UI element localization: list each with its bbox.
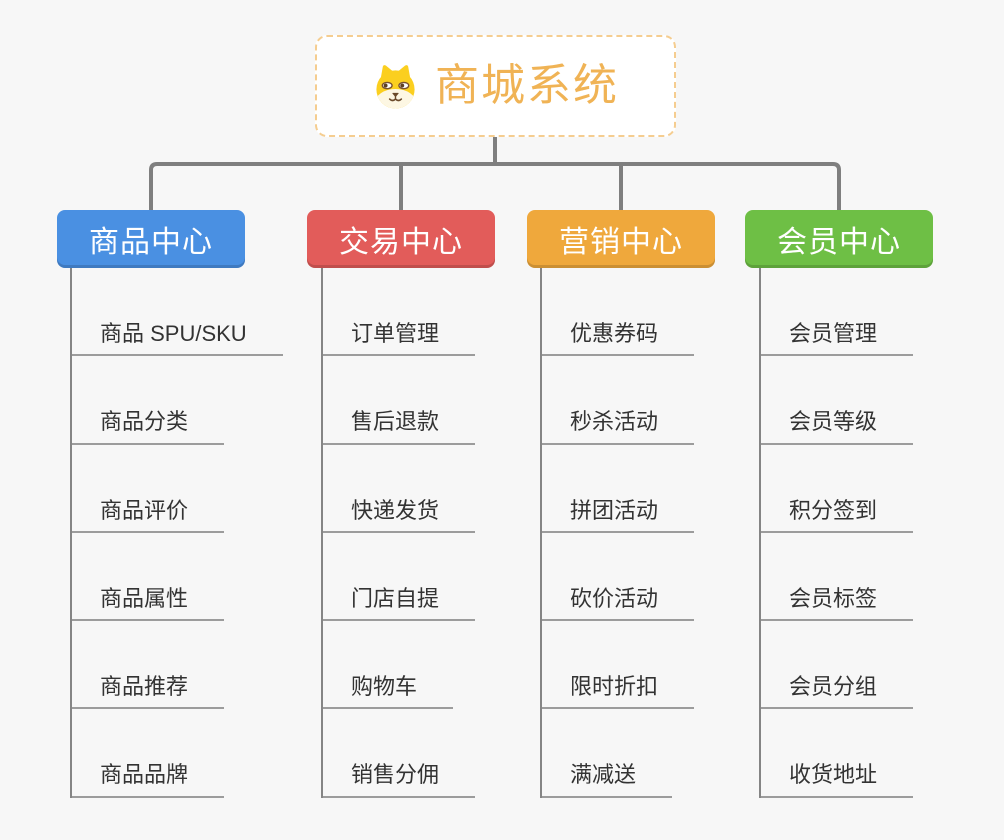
leaf-label: 购物车 xyxy=(323,674,454,710)
leaf-node[interactable]: 收货地址 xyxy=(761,709,914,798)
leaf-label: 砍价活动 xyxy=(542,586,695,622)
leaf-label: 快递发货 xyxy=(323,498,476,533)
leaf-node[interactable]: 会员标签 xyxy=(761,533,914,622)
branch-bus-line xyxy=(149,162,841,210)
leaf-label: 会员等级 xyxy=(761,409,914,445)
leaf-node[interactable]: 快递发货 xyxy=(323,445,476,533)
leaf-label: 商品推荐 xyxy=(72,674,225,710)
leaf-node[interactable]: 订单管理 xyxy=(323,268,476,357)
leaf-node[interactable]: 会员等级 xyxy=(761,356,914,445)
leaf-label: 订单管理 xyxy=(323,321,476,357)
leaf-node[interactable]: 砍价活动 xyxy=(542,533,695,622)
leaf-column-trade-center: 订单管理 售后退款 快递发货 门店自提 购物车 销售分佣 xyxy=(321,268,476,798)
leaf-label: 拼团活动 xyxy=(542,498,695,533)
leaf-node[interactable]: 销售分佣 xyxy=(323,709,476,798)
leaf-node[interactable]: 商品分类 xyxy=(72,356,283,445)
dog-face-icon xyxy=(376,64,415,109)
leaf-node[interactable]: 购物车 xyxy=(323,621,475,710)
leaf-node[interactable]: 商品评价 xyxy=(72,445,283,533)
branch-label: 交易中心 xyxy=(339,226,463,259)
leaf-node[interactable]: 门店自提 xyxy=(323,533,476,622)
leaf-column-member-center: 会员管理 会员等级 积分签到 会员标签 会员分组 收货地址 xyxy=(759,268,914,798)
leaf-label: 商品品牌 xyxy=(72,762,225,798)
leaf-label: 限时折扣 xyxy=(542,674,695,710)
leaf-column-marketing-center: 优惠券码 秒杀活动 拼团活动 砍价活动 限时折扣 满减送 xyxy=(540,268,695,798)
leaf-label: 积分签到 xyxy=(761,498,914,533)
leaf-label: 门店自提 xyxy=(323,586,476,622)
leaf-label: 收货地址 xyxy=(761,762,914,798)
leaf-column-product-center: 商品 SPU/SKU 商品分类 商品评价 商品属性 商品推荐 商品品牌 xyxy=(70,268,283,798)
branch-node-member-center[interactable]: 会员中心 xyxy=(745,210,933,268)
leaf-node[interactable]: 拼团活动 xyxy=(542,445,695,533)
branch-label: 营销中心 xyxy=(559,226,683,259)
leaf-label: 商品评价 xyxy=(72,498,225,533)
leaf-node[interactable]: 会员管理 xyxy=(761,268,914,357)
leaf-node[interactable]: 商品推荐 xyxy=(72,621,283,710)
leaf-label: 商品分类 xyxy=(72,409,225,445)
leaf-node[interactable]: 商品 SPU/SKU xyxy=(72,268,283,357)
leaf-label: 销售分佣 xyxy=(323,762,476,798)
branch-node-product-center[interactable]: 商品中心 xyxy=(57,210,245,268)
leaf-label: 会员标签 xyxy=(761,586,914,622)
branch-node-marketing-center[interactable]: 营销中心 xyxy=(527,210,715,268)
leaf-node[interactable]: 售后退款 xyxy=(323,356,476,445)
root-node-mall-system[interactable]: 商城系统 xyxy=(315,35,676,137)
leaf-node[interactable]: 秒杀活动 xyxy=(542,356,695,445)
leaf-node[interactable]: 商品属性 xyxy=(72,533,283,622)
leaf-label: 优惠券码 xyxy=(542,321,695,357)
leaf-label: 售后退款 xyxy=(323,409,476,445)
leaf-node[interactable]: 商品品牌 xyxy=(72,709,283,798)
leaf-label: 商品 SPU/SKU xyxy=(72,321,283,357)
leaf-node[interactable]: 限时折扣 xyxy=(542,621,695,710)
leaf-label: 会员管理 xyxy=(761,321,914,357)
leaf-node[interactable]: 会员分组 xyxy=(761,621,914,710)
branch-node-trade-center[interactable]: 交易中心 xyxy=(307,210,495,268)
leaf-label: 商品属性 xyxy=(72,586,225,622)
leaf-node[interactable]: 优惠券码 xyxy=(542,268,695,357)
leaf-node[interactable]: 积分签到 xyxy=(761,445,914,533)
branch-label: 会员中心 xyxy=(777,226,901,259)
leaf-label: 满减送 xyxy=(542,762,673,798)
leaf-label: 会员分组 xyxy=(761,674,914,710)
leaf-node[interactable]: 满减送 xyxy=(542,709,694,798)
leaf-label: 秒杀活动 xyxy=(542,409,695,445)
branch-label: 商品中心 xyxy=(89,226,213,259)
root-node-title: 商城系统 xyxy=(435,61,619,110)
